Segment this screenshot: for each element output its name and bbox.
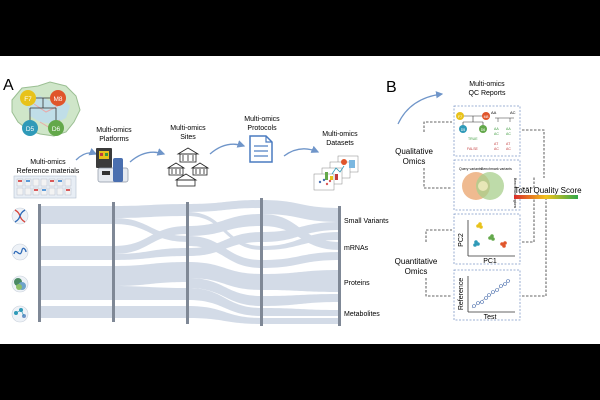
reference-title-line2: Reference materials [17, 168, 80, 175]
pedigree-geno-4: AC [506, 132, 511, 136]
pedigree-geno-2: AA [506, 127, 511, 131]
pedigree-geno-6: AT [506, 142, 511, 146]
arrow-sites-to-protocols [209, 140, 246, 155]
pca-ylabel: PC2 [458, 233, 465, 247]
map-node-d5 [22, 120, 38, 136]
pedigree-geno-8: AC [506, 147, 511, 151]
correlation-points [472, 279, 510, 308]
metabolite-icon [11, 305, 29, 323]
stage-platforms-line2: Platforms [99, 136, 129, 143]
dashed-brackets [423, 121, 547, 297]
panel-a-label: A [3, 77, 14, 94]
pedigree-geno-3: AC [494, 132, 499, 136]
arrow-protocols-to-datasets [283, 145, 320, 157]
pca-report: PC2 PC1 [458, 220, 515, 265]
pedigree-geno-1: AA [494, 127, 499, 131]
stage-protocols-line1: Multi-omics [244, 116, 280, 123]
dna-icon [11, 207, 29, 225]
map-label-m8: M8 [53, 96, 62, 103]
qc-reports-line2: QC Reports [469, 90, 506, 97]
map-node-d6 [48, 120, 64, 136]
pedigree-geno-5: AT [494, 142, 499, 146]
qc-reports-line1: Multi-omics [469, 81, 505, 88]
pedigree-node-f7: F7 [458, 115, 462, 119]
pedigree-genotype-aa: AA [491, 110, 497, 115]
pedigree-genotype-ac: AC [510, 110, 516, 115]
omics-label-metabolites: Metabolites [344, 311, 380, 318]
datasets-stack-icon [313, 155, 359, 191]
pedigree-node-d6: D6 [481, 128, 486, 132]
stage-sites-line2: Sites [180, 134, 196, 141]
pedigree-node-m8: M8 [484, 115, 489, 119]
correlation-report: Reference Test [458, 276, 515, 321]
omics-label-mrnas: mRNAs [344, 245, 369, 252]
panel-b-label: B [386, 79, 397, 96]
stage-datasets-line2: Datasets [326, 140, 354, 147]
figure-svg: A F7 M8 D5 D6 Multi-omics Reference mate… [3, 77, 582, 326]
protein-icon [11, 275, 29, 293]
sites-buildings-icon [166, 147, 210, 187]
map-label-d6: D6 [52, 126, 61, 133]
qualitative-line1: Qualitative [395, 147, 433, 156]
total-quality-score-title: Total Quality Score [514, 186, 582, 195]
pca-xlabel: PC1 [483, 258, 497, 265]
reference-map: F7 M8 D5 D6 [11, 81, 81, 137]
stage-bars [38, 198, 341, 326]
arrow-reference-to-platforms [75, 147, 98, 161]
qualitative-line2: Omics [403, 157, 426, 166]
map-node-m8 [50, 90, 66, 106]
map-label-d5: D5 [26, 126, 35, 133]
pca-points [473, 222, 507, 248]
omics-label-small-variants: Small Variants [344, 218, 389, 225]
protocol-document-icon [249, 135, 273, 163]
omics-label-proteins: Proteins [344, 280, 370, 287]
arrow-to-qc-reports [397, 91, 444, 125]
map-label-f7: F7 [24, 96, 32, 103]
pedigree-true: TRUE [468, 137, 478, 141]
venn-report: Query variants Benchmark variants Benchm… [459, 167, 517, 208]
figure-canvas: A F7 M8 D5 D6 Multi-omics Reference mate… [0, 56, 600, 344]
platform-instruments-icon [96, 148, 129, 183]
sankey-flows [40, 200, 340, 324]
quantitative-line1: Quantitative [395, 257, 438, 266]
quantitative-line2: Omics [405, 267, 428, 276]
reference-title-line1: Multi-omics [30, 159, 66, 166]
pedigree-node-d5: D5 [461, 128, 466, 132]
correlation-xlabel: Test [484, 314, 497, 321]
pedigree-false: FALSE [467, 147, 479, 151]
reference-tube-rack [13, 175, 77, 199]
map-node-f7 [20, 90, 36, 106]
rna-icon [11, 243, 29, 261]
stage-datasets-line1: Multi-omics [322, 131, 358, 138]
venn-side-label: Benchmark regions [513, 178, 517, 208]
stage-protocols-line2: Protocols [247, 125, 277, 132]
report-boxes [453, 105, 521, 321]
venn-benchmark-label: Benchmark variants [481, 167, 512, 171]
quality-score-gradient-bar [514, 195, 578, 199]
venn-query-label: Query variants [459, 167, 482, 171]
stage-platforms-line1: Multi-omics [96, 127, 132, 134]
arrow-platforms-to-sites [129, 148, 166, 163]
pedigree-report: F7 M8 D5 D6 AA AC TRUE FALSE AA AA AC AC… [456, 110, 516, 151]
pedigree-geno-7: AC [494, 147, 499, 151]
correlation-ylabel: Reference [458, 278, 465, 310]
stage-sites-line1: Multi-omics [170, 125, 206, 132]
